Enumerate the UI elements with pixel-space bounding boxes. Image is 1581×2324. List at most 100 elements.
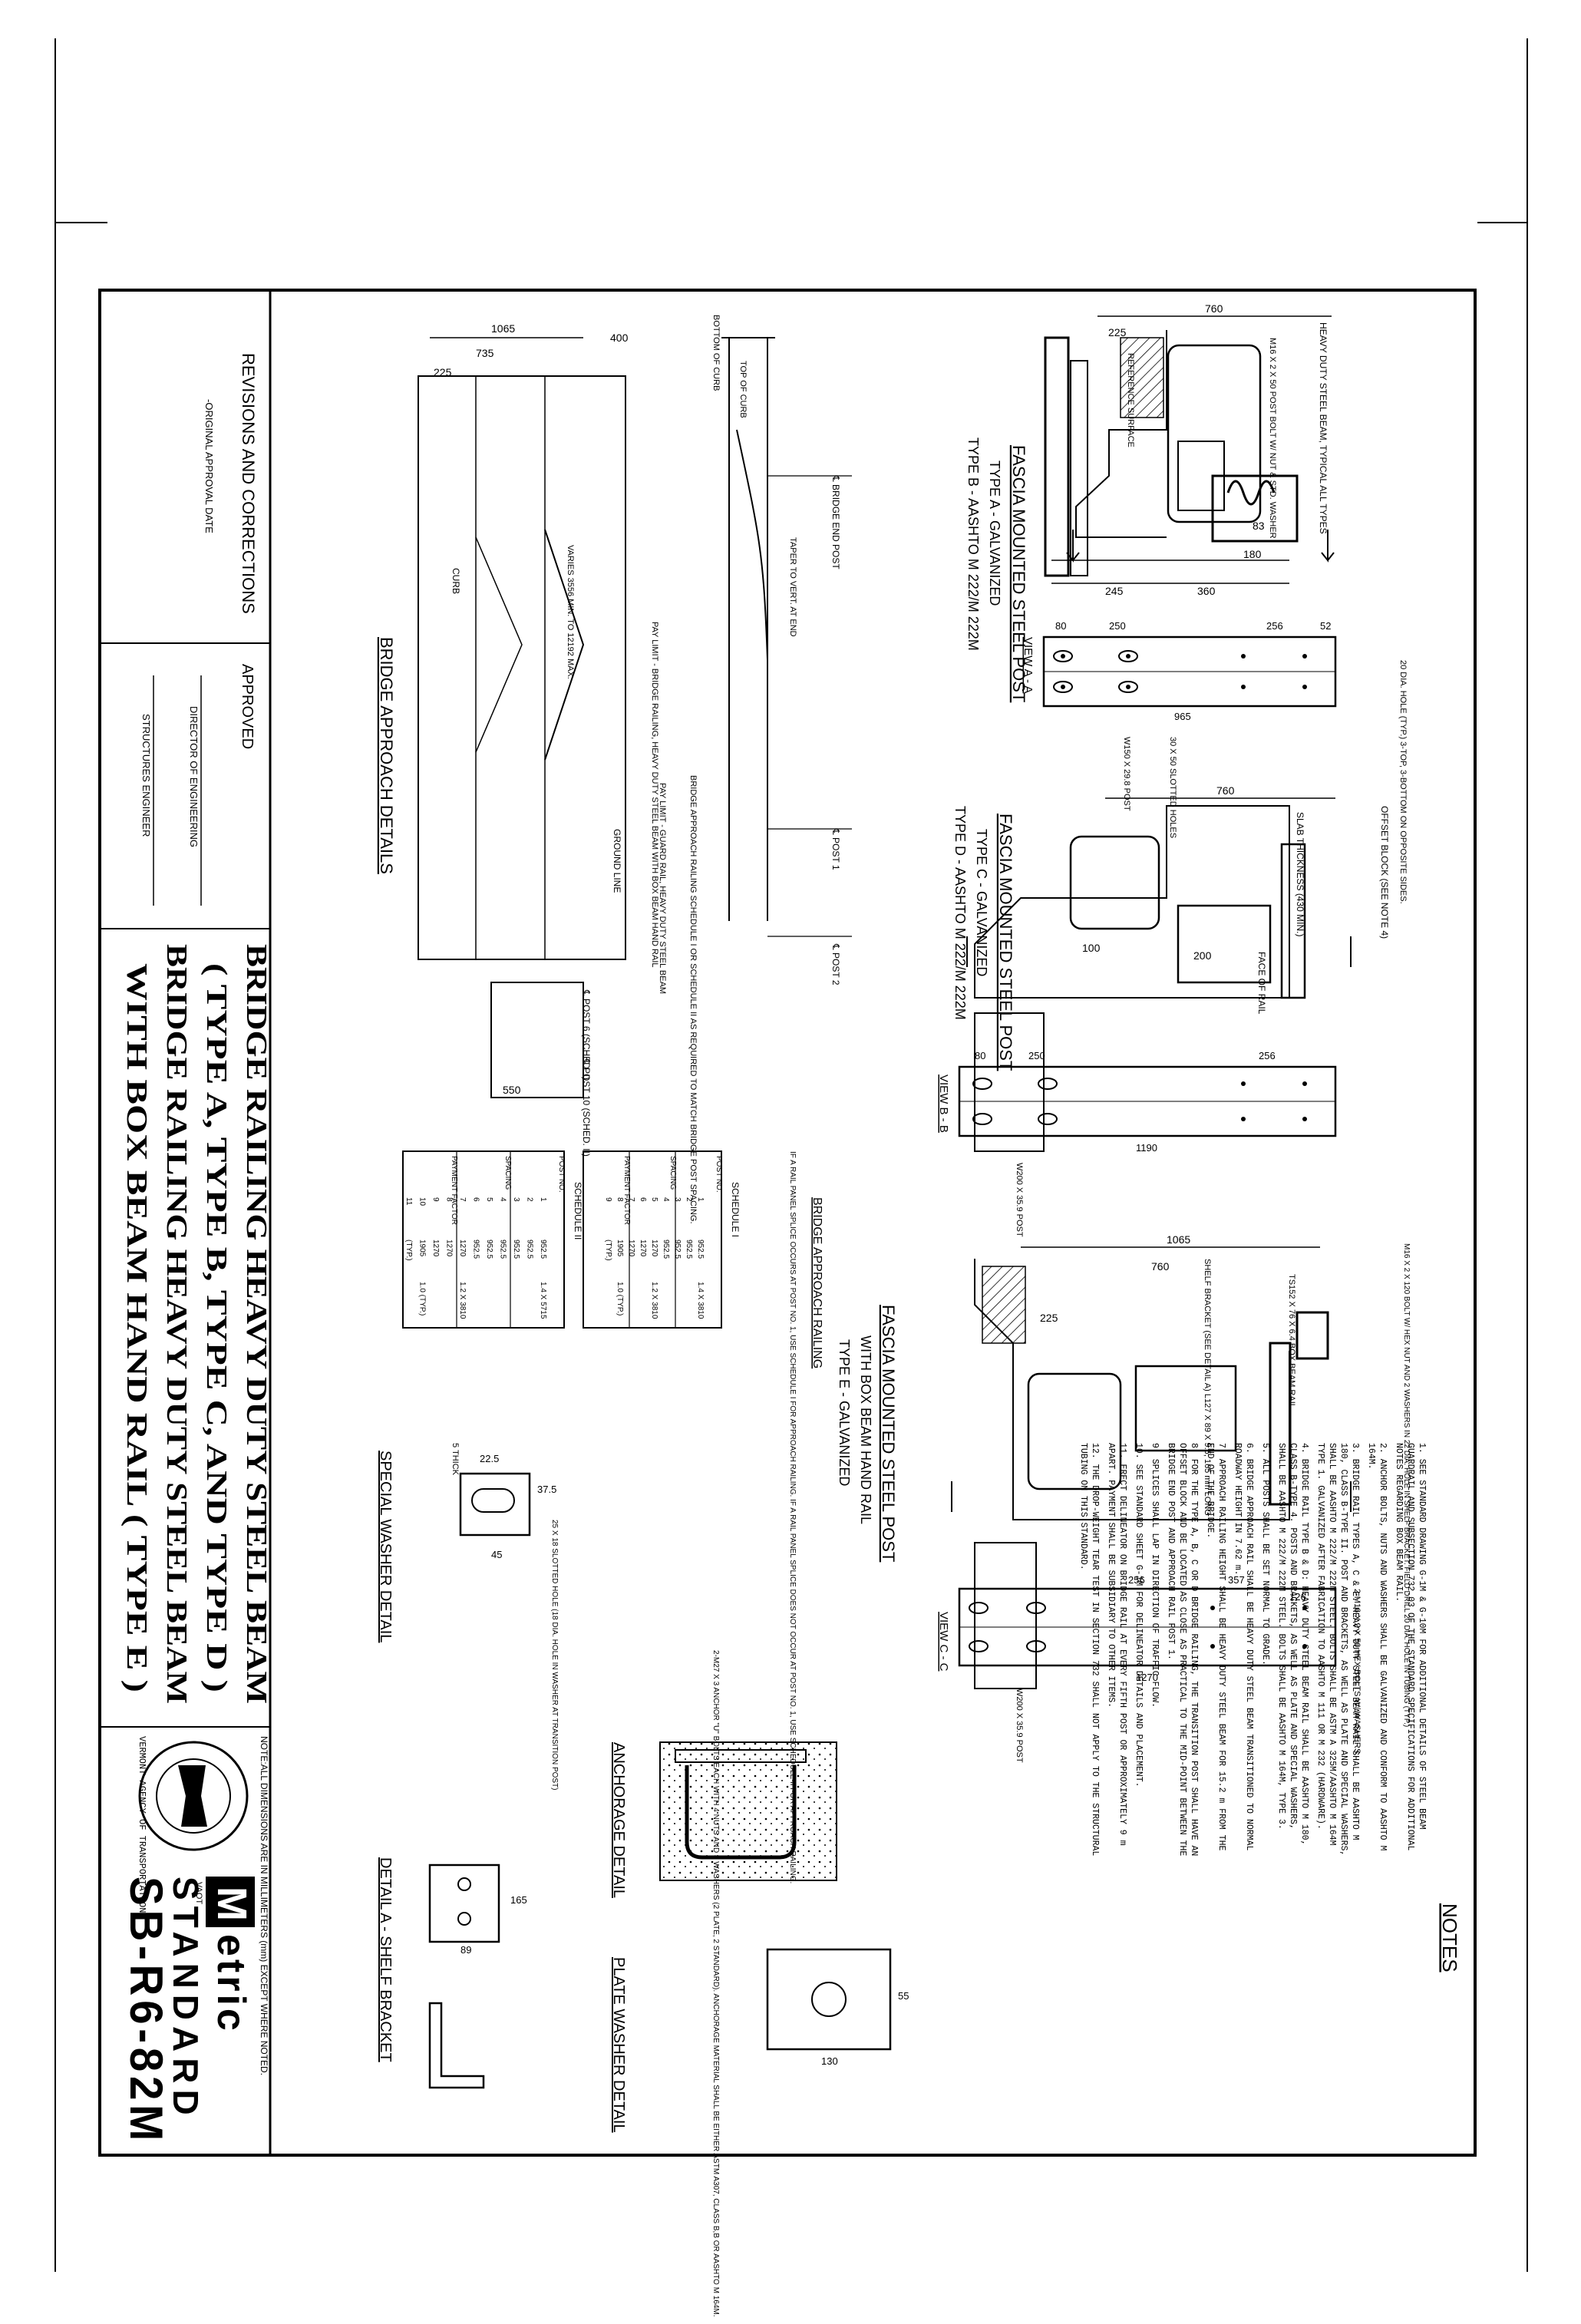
dim-1190-bb: 1190 (1136, 1142, 1157, 1154)
dim-180-ab: 180 (1243, 548, 1262, 560)
dim-130: 130 (821, 2055, 838, 2067)
approach-note-title: BRIDGE APPROACH RAILING (810, 1197, 824, 1368)
dim-22-5: 22.5 (480, 1453, 499, 1464)
note-5-line: 5. ALL POSTS SHALL BE SET NORMAL TO GRAD… (1260, 1443, 1270, 1665)
title-line-2: ( TYPE A, TYPE B, TYPE C, AND TYPE D ) (200, 963, 233, 1692)
schedule-cell: 1905 (418, 1240, 427, 1257)
metric-word: etric (209, 1934, 253, 2034)
note-6-line: 6. BRIDGE APPROACH RAIL SHALL BE HEAVY D… (1244, 1443, 1254, 1850)
label-heavy-beam: HEAVY DUTY STEEL BEAM, TYPICAL ALL TYPES (1318, 322, 1329, 534)
label-bottom-curb: BOTTOM OF CURB (711, 315, 721, 391)
approach-details: 1065 735 225 400 550 BRIDGE APPROACH DET… (377, 315, 852, 1224)
section-markers (951, 530, 1352, 1512)
fascia-e-sub2: TYPE E - GALVANIZED (837, 1339, 852, 1486)
note-10-line: 10. SEE STANDARD SHEET G-1M FOR DELINEAT… (1134, 1443, 1144, 1788)
dim-52-aa: 52 (1320, 620, 1331, 632)
label-top-curb: TOP OF CURB (738, 361, 748, 418)
note-3-line: TYPE 1. GALVANIZED AFTER FABRICATION TO … (1315, 1443, 1325, 1830)
slot-hole (1053, 681, 1073, 693)
schedule-cell: 5 (485, 1197, 493, 1202)
schedule-cell: 4 (499, 1197, 507, 1202)
special-washer-title: SPECIAL WASHER DETAIL (377, 1451, 394, 1642)
schedule-cell: 1.4 X 5715 (539, 1282, 547, 1319)
dim-100-cd: 100 (1082, 942, 1101, 954)
dim-1065-e: 1065 (1167, 1233, 1190, 1246)
note-11-line: 11. ERECT DELINEATOR ON BRIDGE RAIL AT E… (1117, 1443, 1127, 1846)
schedule-cell: (TYP.) (404, 1240, 413, 1261)
note-3-line: SHALL BE AASHTO M 222/M 222M STEEL. BOLT… (1327, 1443, 1337, 1846)
original-approval: -ORIGINAL APPROVAL DATE (203, 399, 215, 533)
dim-37-5: 37.5 (537, 1484, 556, 1495)
schedule-header: PAYMENT FACTOR (622, 1156, 631, 1225)
note-4-line: SHALL BE AASHTO M 222/M 222M STEEL. BOLT… (1276, 1443, 1286, 1830)
label-hex-bolts: 2-M16 X 2 X 50 HEX BOLTS W/ WASHERS (1352, 1589, 1362, 1754)
schedule-cell: 11 (404, 1197, 413, 1206)
dim-45: 45 (491, 1549, 502, 1560)
label-varies: VARIES 3556 MIN. TO 12192 MAX. (566, 545, 575, 679)
standard-word: STANDARD (166, 1877, 206, 2121)
schedule-cell: 1270 (458, 1240, 467, 1257)
schedule-cell: 5 (650, 1197, 658, 1202)
dim-550-ap: 550 (503, 1084, 521, 1096)
schedule-cell: 1.2 X 3810 (458, 1282, 467, 1319)
label-offset-block-cd: OFFSET BLOCK (SEE NOTE 4) (1379, 806, 1390, 939)
notes-heading: NOTES (1438, 1903, 1461, 1972)
slot-hole (1118, 650, 1138, 662)
dim-256-bb: 256 (1259, 1050, 1276, 1061)
schedule-cell: 8 (616, 1197, 624, 1202)
shelf-bracket-title: DETAIL A - SHELF BRACKET (377, 1857, 394, 2062)
slot-hole (1053, 650, 1073, 662)
dim-200-cd: 200 (1193, 949, 1212, 962)
schedule-cell: 9 (604, 1197, 612, 1202)
sheet-number: SB-R6-82M (120, 1877, 172, 2145)
schedule-cell: 952.5 (472, 1240, 480, 1259)
view-bb-title: VIEW B - B (937, 1075, 950, 1133)
schedule-cell: 7 (627, 1197, 635, 1202)
label-bridge-end-post: ℄ BRIDGE END POST (830, 475, 841, 569)
title-line-1: BRIDGE RAILING HEAVY DUTY STEEL BEAM (240, 944, 272, 1704)
dim-80-bb: 80 (975, 1050, 985, 1061)
schedule-cell: 6 (639, 1197, 647, 1202)
dim-83-ab: 83 (1253, 520, 1265, 532)
dim-225-ap: 225 (434, 366, 452, 378)
approved-label: APPROVED (239, 664, 256, 749)
note-4-line: CLASS B-TYPE 4. POSTS AND BRACKETS, AS W… (1288, 1443, 1298, 1830)
schedule-cell: 952.5 (662, 1240, 670, 1259)
schedule-cell: 2 (685, 1197, 693, 1202)
schedule-cell: 6 (472, 1197, 480, 1202)
notes-block: NOTES (1438, 1903, 1461, 1972)
dim-965-aa: 965 (1174, 711, 1191, 722)
dim-760-ab: 760 (1205, 302, 1223, 315)
schedule-cell: 2 (526, 1197, 534, 1202)
note-2-line: 2. ANCHOR BOLTS, NUTS AND WASHERS SHALL … (1378, 1443, 1388, 1850)
dim-357-cc: 357 (1228, 1574, 1245, 1586)
schedule-cell: 1.2 X 3810 (650, 1282, 658, 1319)
label-shelf: SHELF BRACKET (SEE DETAIL A) L127 X 89 X… (1203, 1259, 1212, 1516)
dim-225-e: 225 (1040, 1312, 1058, 1324)
fascia-cd-title: FASCIA MOUNTED STEEL POST (996, 814, 1015, 1071)
label-ground-line: GROUND LINE (612, 829, 622, 893)
label-approach-schedule: BRIDGE APPROACH RAILING SCHEDULE I OR SC… (688, 775, 698, 1224)
label-post-10: ℄ POST 10 (SCHED. II) (581, 1058, 592, 1157)
dim-256-aa: 256 (1266, 620, 1283, 632)
schedule-cell: 1 (539, 1197, 547, 1202)
label-5-thick: 5 THICK (451, 1443, 460, 1476)
schedule-cell: 952.5 (485, 1240, 493, 1259)
schedule-cell: 3 (673, 1197, 682, 1202)
schedule-cell: 9 (431, 1197, 440, 1202)
note-2-line: 164M. (1366, 1443, 1376, 1470)
label-post-2: ℄ POST 2 (830, 943, 841, 985)
drawing-border (98, 289, 1477, 2157)
fascia-view-cd: 760 100 200 FASCIA MOUNTED STEEL POST TY… (952, 784, 1390, 1152)
fascia-ab-title: FASCIA MOUNTED STEEL POST (1009, 445, 1028, 702)
fascia-e-title: FASCIA MOUNTED STEEL POST (879, 1305, 898, 1562)
schedule-cell: 1.4 X 3810 (696, 1282, 705, 1319)
sheet-margins (54, 38, 1528, 2272)
dimension-note: NOTE:ALL DIMENSIONS ARE IN MILLIMETERS (… (259, 1736, 269, 2075)
dim-225-ab: 225 (1108, 326, 1127, 338)
director-label: DIRECTOR OF ENGINEERING (188, 706, 200, 847)
note-3-line: 3. BRIDGE RAIL TYPES A, C & E: HEAVY DUT… (1350, 1443, 1360, 1840)
schedule-cell: 1 (696, 1197, 705, 1202)
